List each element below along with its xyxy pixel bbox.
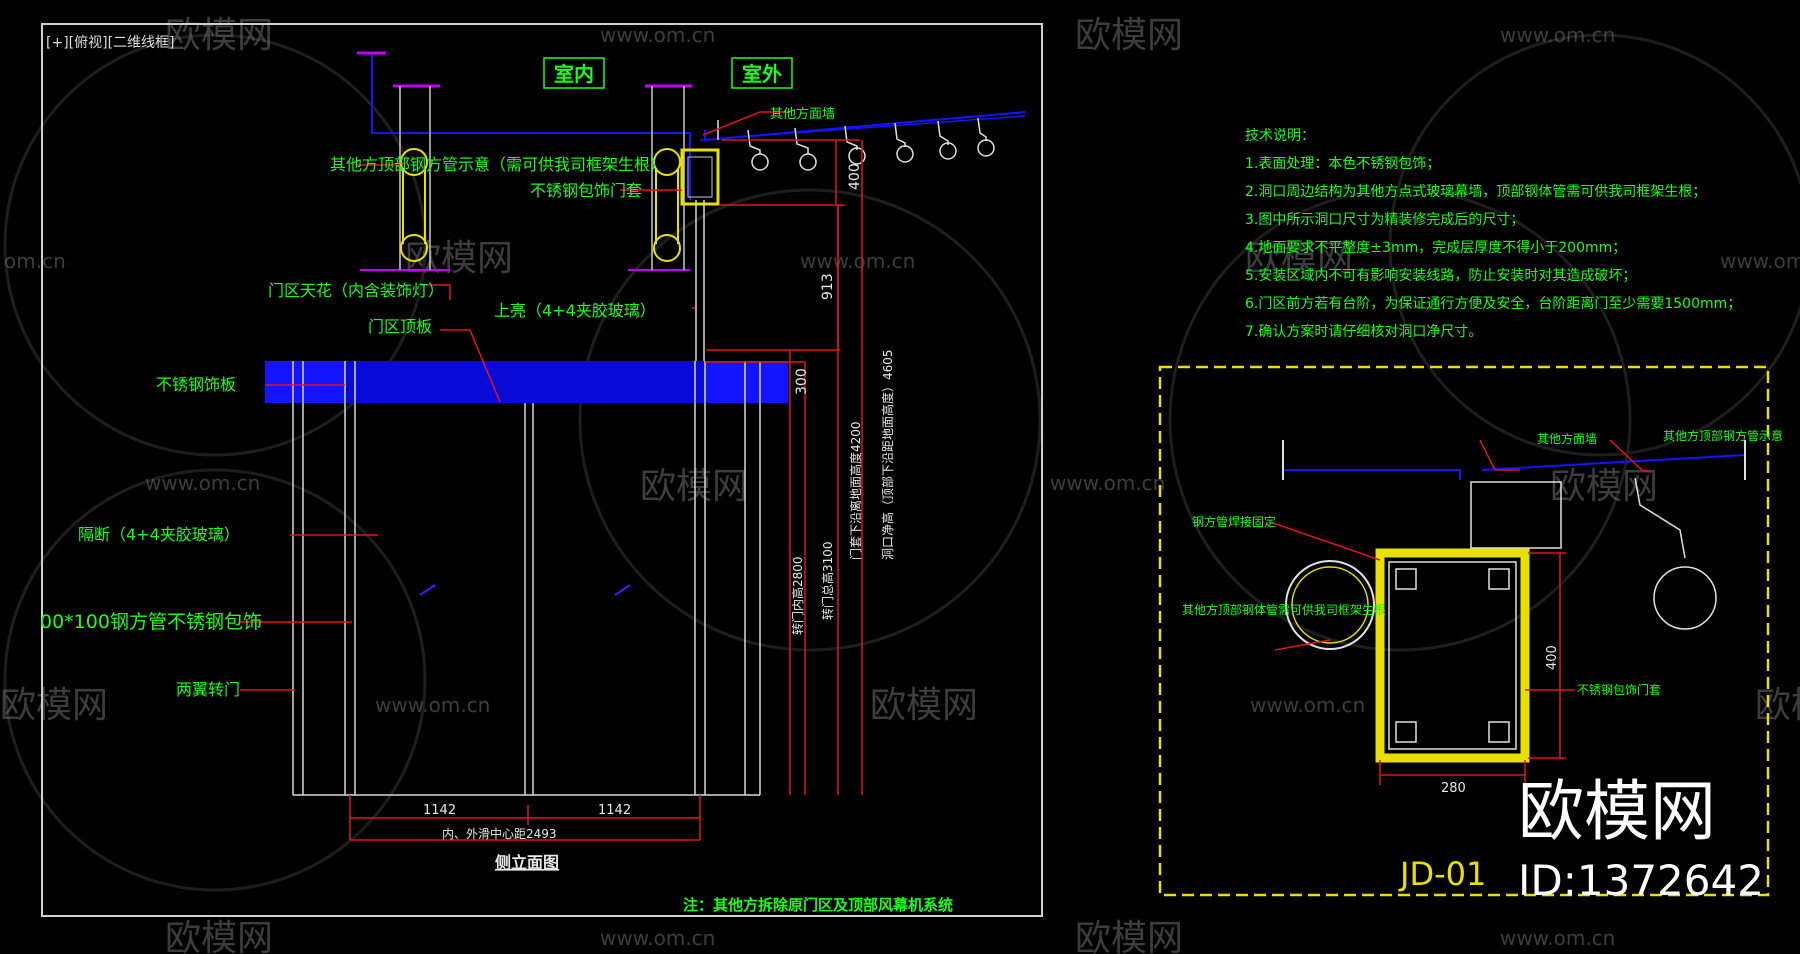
tech-note-item: 5.安装区域内不可有影响安装线路，防止安装时对其造成破坏； [1245,268,1636,284]
label-partition: 隔断（4+4夹胶玻璃） [78,525,240,544]
detail-code: JD-01 [1398,855,1486,893]
detail-label-pipe-left: 其他方顶部钢体管需可供我司框架生根 [1182,602,1386,617]
watermark: om.cn [4,249,66,273]
tech-note-item: 1.表面处理：本色不锈钢包饰； [1245,155,1440,172]
label-ceiling: 门区天花（内含装饰灯） [268,281,444,300]
watermark: 欧模网 [165,15,273,56]
detail-dim-400: 400 [1545,645,1560,670]
detail-label-cover: 不锈钢包饰门套 [1577,682,1661,697]
detail-label-fix: 钢方管焊接固定 [1192,514,1276,529]
dim-2800: 转门内高2800 [790,556,805,635]
outdoor-label: 室外 [742,62,782,86]
watermark: 欧模网 [640,466,748,507]
dim-300: 300 [794,368,810,395]
watermark: www.om.cn [1050,471,1165,495]
leader-lines [240,111,863,841]
watermark-layer: 欧模网 欧模网 www.om.cn www.om.cn 欧模网 欧模网 om.c… [0,15,1800,954]
watermark: 欧模网 [0,685,108,726]
watermark: 欧模网 [1075,918,1183,954]
label-other-wall: 其他方面墙 [770,106,835,122]
watermark: www.om.cn [800,249,915,273]
label-door-cover: 不锈钢包饰门套 [530,181,642,200]
tech-note-item: 4.地面要求不平整度±3mm，完成层厚度不得小于200mm； [1245,239,1626,256]
support-columns [399,86,685,270]
roof-lines [357,51,1026,271]
brand-name: 欧模网 [1518,773,1716,850]
detail-frame [1158,365,1770,897]
watermark: www.om.cn [600,926,715,950]
watermark: 欧模网 [1550,466,1658,507]
watermark: www.om.cn [1500,926,1615,950]
detail-label-wall: 其他方面墙 [1537,431,1597,446]
drawing-title: 侧立面图 [495,853,559,872]
label-two-wing-door: 两翼转门 [176,680,240,699]
watermark: 欧模网 [1075,15,1183,56]
dim-913: 913 [820,273,836,300]
viewport-frame [41,23,1043,917]
detail-dim-280: 280 [1441,781,1466,796]
tech-notes-title: 技术说明： [1245,128,1315,144]
watermark: www.om.cn [1250,693,1365,717]
yellow-pipes [400,148,720,262]
label-top-panel: 门区顶板 [368,317,432,336]
watermark: 欧模网 [1755,685,1800,726]
detail-jd01: 其他方面墙 其他方顶部钢方管示意 钢方管焊接固定 其他方顶部钢体管需可供我司框架… [1158,365,1783,897]
detail-label-pipe-right: 其他方顶部钢方管示意 [1663,428,1783,443]
drawing-note: 注：其他方拆除原门区及顶部风幕机系统 [683,896,953,914]
watermark: 欧模网 [1245,238,1353,279]
label-upper-glass: 上亮（4+4夹胶玻璃） [494,301,656,320]
outdoor-hooks [717,117,995,171]
watermark: www.om.cn [145,471,260,495]
tech-notes: 技术说明： 1.表面处理：本色不锈钢包饰； 2.洞口周边结构为其他方点式玻璃幕墙… [1245,128,1741,340]
watermark: www.om.cn [375,693,490,717]
watermark: www.om.cn [600,23,715,47]
indoor-label: 室内 [554,62,594,86]
brand-id: ID:1372642 [1518,856,1764,905]
label-top-pipe: 其他方顶部钢方管示意（需可供我司框架生根） [330,155,666,174]
door-elevation [265,200,788,796]
viewport-label[interactable]: [+][俯视][二维线框] [46,35,175,51]
tech-note-item: 3.图中所示洞口尺寸为精装修完成后的尺寸； [1245,212,1524,228]
label-steel-tube: 00*100钢方管不锈钢包饰 [40,611,262,633]
tech-note-item: 2.洞口周边结构为其他方点式玻璃幕墙，顶部钢体管需可供我司框架生根； [1245,183,1706,200]
dim-2493: 内、外滑中心距2493 [442,826,557,841]
dim-1142-right: 1142 [598,803,631,818]
dim-1142-left: 1142 [423,803,456,818]
dim-4200: 门套下沿离地面高度4200 [848,421,863,560]
tech-note-item: 7.确认方案时请仔细核对洞口净尺寸。 [1245,323,1482,340]
watermark: 欧模网 [870,685,978,726]
tech-note-item: 6.门区前方若有台阶，为保证通行方便及安全，台阶距离门至少需要1500mm； [1245,295,1741,312]
watermark: 欧模网 [165,918,273,954]
dim-4605: 洞口净高（顶部下沿距地面高度）4605 [880,349,895,560]
watermark: www.om.cn [1500,23,1615,47]
dim-3100: 转门总高3100 [820,541,835,620]
label-steel-panel: 不锈钢饰板 [156,375,236,394]
dim-400: 400 [847,163,863,190]
watermark: www.om.cn [1720,249,1800,273]
